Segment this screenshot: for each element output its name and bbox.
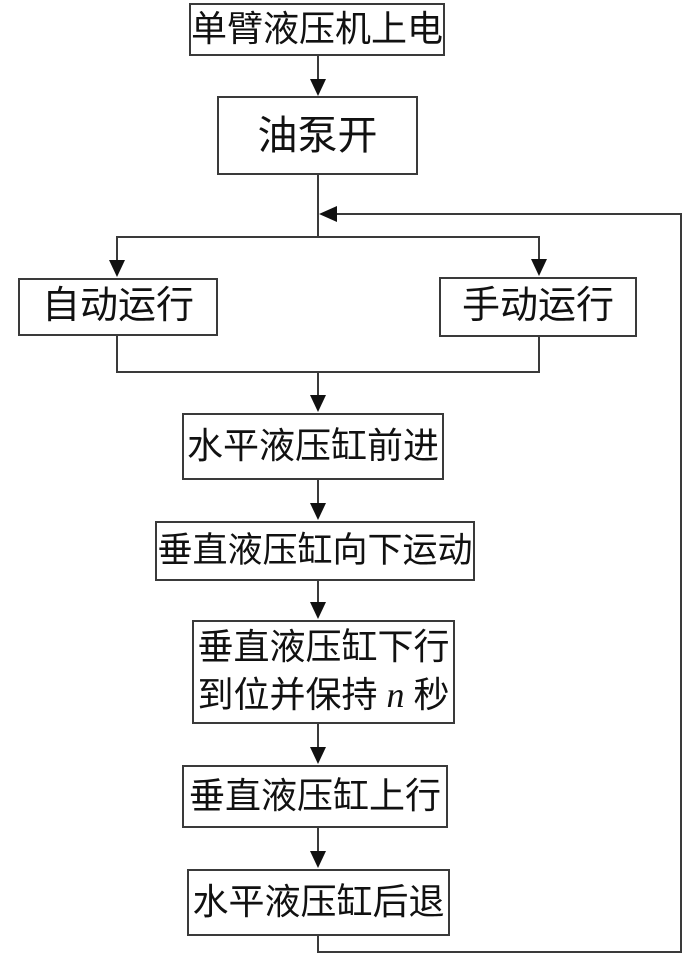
node-hold-variable: n: [386, 675, 405, 715]
node-horizontal-forward-label: 水平液压缸前进: [186, 426, 439, 466]
node-horizontal-back-label: 水平液压缸后退: [192, 882, 445, 922]
connector-forward-to-down: [317, 480, 319, 506]
node-auto-run-label: 自动运行: [41, 285, 194, 328]
node-vertical-up: 垂直液压缸上行: [182, 765, 448, 828]
node-horizontal-forward: 水平液压缸前进: [182, 413, 444, 480]
node-power-on: 单臂液压机上电: [189, 3, 445, 56]
connector-merge-to-forward: [317, 371, 319, 398]
node-power-on-label: 单臂液压机上电: [191, 9, 444, 49]
node-vertical-down: 垂直液压缸向下运动: [155, 521, 475, 581]
connector-down-to-hold: [317, 581, 319, 605]
connector-feedback-horizontal: [333, 213, 681, 215]
node-vertical-down-label: 垂直液压缸向下运动: [157, 531, 473, 571]
node-hold-line2-prefix: 到位并保持: [197, 675, 387, 715]
arrow-down-icon: [310, 602, 326, 619]
node-hold-line2-suffix: 秒: [404, 675, 450, 715]
node-manual-run: 手动运行: [439, 277, 637, 337]
arrow-down-icon: [310, 395, 326, 412]
connector-branch-to-manual: [538, 236, 540, 262]
arrow-down-icon: [310, 503, 326, 520]
node-pump-on-label: 油泵开: [257, 112, 378, 158]
arrow-left-icon: [319, 206, 337, 222]
connector-back-to-bottom: [317, 936, 319, 953]
connector-manual-to-merge: [538, 337, 540, 373]
connector-merge-horizontal: [116, 371, 540, 373]
node-hold-line1: 垂直液压缸下行: [197, 627, 450, 668]
connector-branch-horizontal: [116, 236, 540, 238]
node-auto-run: 自动运行: [18, 278, 218, 336]
arrow-down-icon: [109, 260, 125, 277]
connector-branch-to-auto: [116, 236, 118, 263]
arrow-down-icon: [310, 747, 326, 764]
node-pump-on: 油泵开: [217, 96, 418, 175]
connector-feedback-vertical: [680, 213, 682, 953]
node-hold: 垂直液压缸下行 到位并保持 n 秒: [192, 620, 455, 724]
node-vertical-up-label: 垂直液压缸上行: [188, 776, 441, 816]
connector-feedback-bottom: [317, 951, 682, 953]
connector-power-to-pump: [317, 56, 319, 84]
connector-pump-to-branch: [317, 175, 319, 238]
arrow-down-icon: [531, 259, 547, 276]
connector-hold-to-up: [317, 724, 319, 750]
connector-auto-to-merge: [116, 336, 118, 373]
arrow-down-icon: [310, 79, 326, 96]
node-horizontal-back: 水平液压缸后退: [187, 869, 450, 936]
connector-up-to-back: [317, 828, 319, 854]
arrow-down-icon: [310, 851, 326, 868]
node-hold-label: 垂直液压缸下行 到位并保持 n 秒: [197, 624, 449, 720]
node-manual-run-label: 手动运行: [461, 285, 614, 328]
